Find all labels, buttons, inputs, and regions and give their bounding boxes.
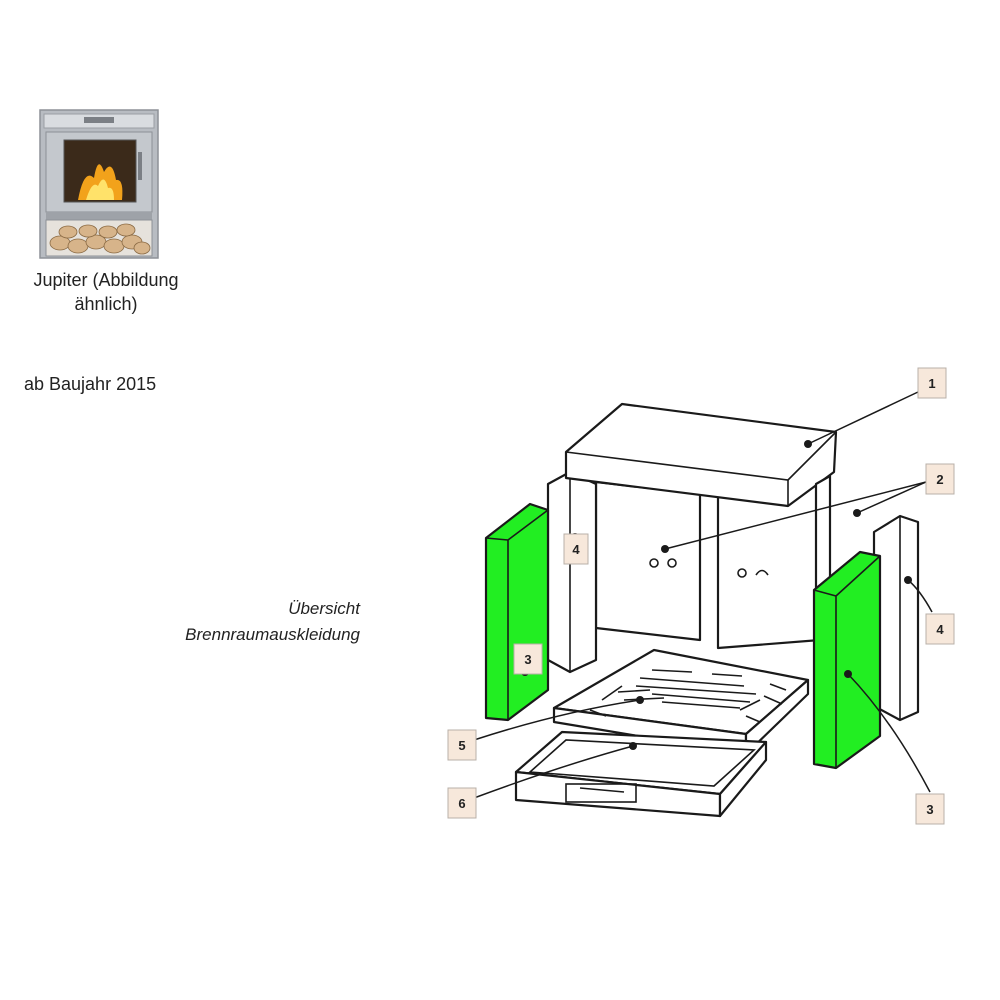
left-side-brick-green — [484, 502, 550, 722]
label-part-3-right-text: 3 — [926, 802, 933, 817]
product-caption-line1: Jupiter (Abbildung — [33, 270, 179, 290]
label-part-1: 1 — [917, 367, 947, 399]
label-part-5: 5 — [447, 729, 477, 761]
label-part-1-text: 1 — [928, 376, 935, 391]
top-baffle-plate — [564, 402, 838, 508]
right-rear-side-brick — [872, 514, 920, 722]
label-part-2-text: 2 — [936, 472, 943, 487]
label-part-4-left: 4 — [563, 533, 589, 565]
overview-title: Übersicht Brennraumauskleidung — [100, 596, 360, 648]
right-side-brick-green — [812, 550, 882, 770]
label-part-6-text: 6 — [458, 796, 465, 811]
label-part-6: 6 — [447, 787, 477, 819]
overview-title-line1: Übersicht — [288, 599, 360, 618]
ash-pan — [514, 730, 768, 818]
left-rear-side-brick — [546, 470, 598, 674]
build-year-text: ab Baujahr 2015 — [24, 374, 157, 394]
stove-thumbnail — [39, 109, 159, 259]
label-part-3-left: 3 — [513, 643, 543, 675]
product-caption: Jupiter (Abbildung ähnlich) — [10, 268, 202, 316]
back-wall-panels — [594, 480, 822, 650]
label-part-3-right: 3 — [915, 793, 945, 825]
label-part-5-text: 5 — [458, 738, 465, 753]
label-part-2: 2 — [925, 463, 955, 495]
label-part-4-right-text: 4 — [936, 622, 944, 637]
label-part-4-right: 4 — [925, 613, 955, 645]
label-part-4-left-text: 4 — [572, 542, 580, 557]
label-part-3-left-text: 3 — [524, 652, 531, 667]
product-caption-line2: ähnlich) — [74, 294, 138, 314]
overview-title-line2: Brennraumauskleidung — [185, 625, 360, 644]
